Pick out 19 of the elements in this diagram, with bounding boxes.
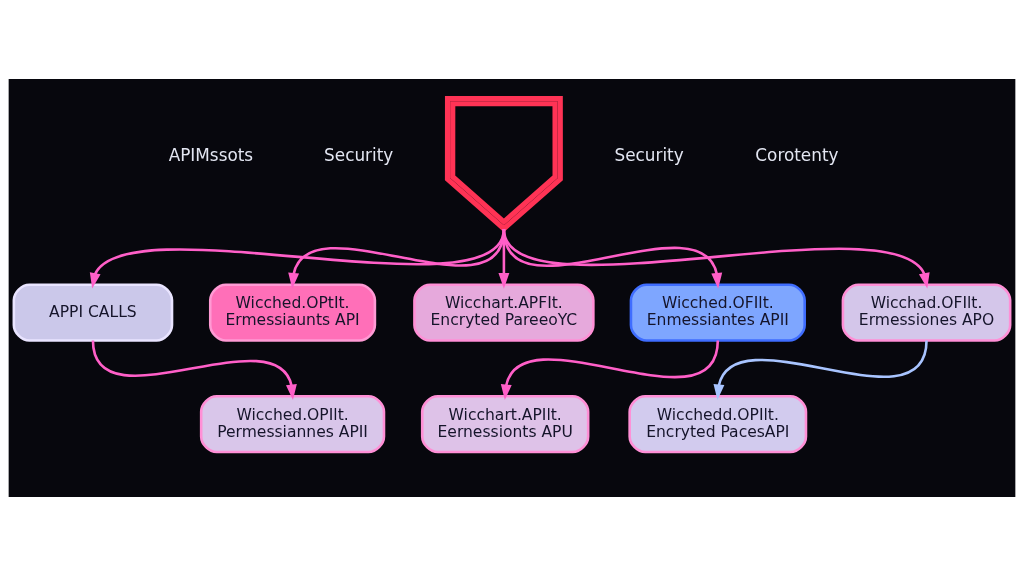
arrow <box>89 228 506 289</box>
node-box: Wicched.OFIlt. Enmessiantes APII <box>629 283 806 342</box>
arrow <box>288 228 506 289</box>
label: Security <box>324 144 394 165</box>
arrow <box>502 228 930 289</box>
arrow <box>91 340 297 401</box>
node-box: Wicchart.APFIt. Encryted PareeoYC <box>413 283 595 342</box>
node-picture <box>444 96 563 233</box>
node-box: Wicched.OPtIt. Ermessiaunts API <box>208 283 377 342</box>
node-box: Wicched.OPIlt. Permessiannes APII <box>199 394 386 454</box>
label: Security <box>614 144 684 165</box>
label: APIMssots <box>168 144 254 165</box>
node-box: Wicchad.OFIlt. Ermessiones APO <box>841 283 1012 342</box>
label: Corotenty <box>755 144 839 165</box>
node-box: Wicchedd.OPIlt. Encryted PacesAPI <box>628 394 808 454</box>
arrow <box>500 340 720 401</box>
arrow <box>713 340 928 401</box>
node-box: Wicchart.APIlt. Eernessionts APU <box>420 394 590 454</box>
node-box: APPI CALLS <box>12 283 174 342</box>
